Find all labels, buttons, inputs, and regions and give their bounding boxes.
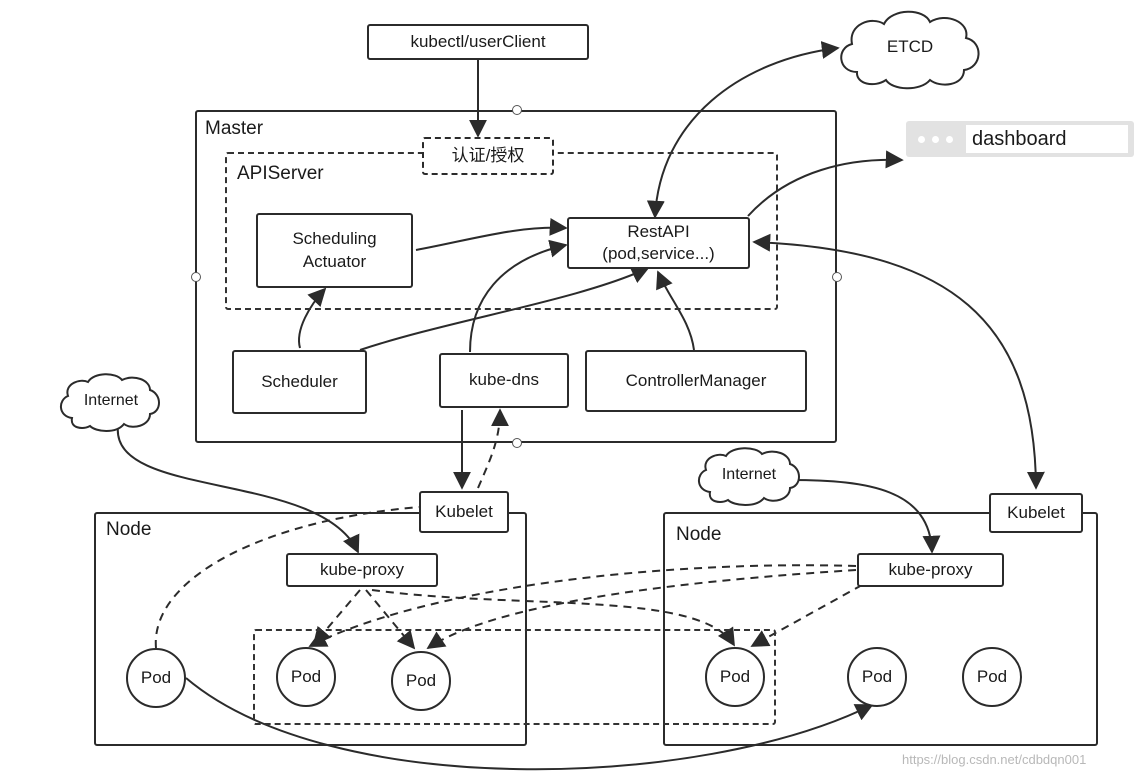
apiserver-title: APIServer — [237, 163, 324, 184]
watermark-text: https://blog.csdn.net/cdbdqn001 — [902, 752, 1087, 767]
pod-circle: Pod — [847, 647, 907, 707]
etcd-cloud-shape — [840, 10, 980, 90]
arrow-actuator-to-restapi — [415, 217, 568, 251]
restapi-line1: RestAPI — [627, 221, 690, 241]
pod-label: Pod — [719, 667, 751, 686]
internet-right-cloud-shape — [698, 447, 800, 506]
dashboard-label: dashboard — [966, 125, 1128, 153]
kube-proxy-left-label: kube-proxy — [319, 559, 405, 579]
dashed-kubelet-to-kubedns — [477, 408, 509, 489]
window-dot-icon — [918, 136, 925, 143]
dashed-right-proxy-to-pod-2 — [308, 564, 857, 647]
scheduler-label: Scheduler — [261, 371, 338, 391]
node-left-title: Node — [106, 519, 152, 540]
kubelet-right-box: Kubelet — [989, 493, 1083, 533]
auth-box: 认证/授权 — [422, 137, 554, 175]
kube-proxy-right-box: kube-proxy — [857, 553, 1004, 587]
auth-label: 认证/授权 — [451, 145, 525, 165]
controller-manager-label: ControllerManager — [625, 370, 767, 390]
pod-circle: Pod — [962, 647, 1022, 707]
master-title: Master — [205, 118, 264, 139]
dashed-right-proxy-to-pod-4 — [750, 584, 863, 647]
kubectl-client-box: kubectl/userClient — [367, 24, 589, 60]
pod-circle: Pod — [705, 647, 765, 707]
arrow-internet-right-to-proxy — [789, 479, 941, 554]
kube-proxy-left-box: kube-proxy — [286, 553, 438, 587]
pod-circle: Pod — [276, 647, 336, 707]
pod-circle: Pod — [391, 651, 451, 711]
restapi-line2: (pod,service...) — [602, 244, 715, 263]
arrow-internet-left-to-proxy — [116, 425, 360, 554]
resize-handle — [512, 438, 522, 448]
arrow-restapi-etcd — [646, 41, 840, 219]
resize-handle — [832, 272, 842, 282]
pod-label: Pod — [405, 671, 437, 690]
arrow-kubedns-to-restapi — [469, 239, 568, 353]
arrow-pod-to-pod — [185, 677, 874, 771]
pod-circle: Pod — [126, 648, 186, 708]
arrow-controller-to-restapi — [656, 270, 695, 351]
resize-handle — [191, 272, 201, 282]
scheduler-box: Scheduler — [232, 350, 367, 414]
kubelet-left-box: Kubelet — [419, 491, 509, 533]
arrow-scheduler-to-actuator — [298, 287, 327, 349]
scheduling-actuator-line2: Actuator — [302, 251, 367, 271]
service-group-frame — [253, 629, 776, 725]
window-dot-icon — [932, 136, 939, 143]
window-dot-icon — [946, 136, 953, 143]
etcd-label: ETCD — [886, 37, 934, 56]
arrow-restapi-kubelet-right — [752, 233, 1045, 490]
kube-dns-label: kube-dns — [469, 370, 539, 390]
scheduling-actuator-box: Scheduling Actuator — [256, 213, 413, 288]
kube-dns-box: kube-dns — [439, 353, 569, 408]
kube-proxy-right-label: kube-proxy — [888, 559, 973, 579]
internet-left-label: Internet — [83, 392, 139, 409]
restapi-box: RestAPI (pod,service...) — [567, 217, 750, 269]
kubectl-client-label: kubectl/userClient — [410, 31, 546, 51]
scheduling-actuator-line1: Scheduling — [292, 229, 377, 249]
pod-label: Pod — [976, 667, 1008, 686]
dashed-proxy-to-pod-4 — [371, 589, 735, 647]
arrow-restapi-dashboard — [747, 150, 904, 217]
kubelet-left-label: Kubelet — [435, 501, 493, 521]
dashed-proxy-to-pod-3 — [365, 589, 416, 650]
pod-label: Pod — [861, 667, 893, 686]
kubelet-right-label: Kubelet — [1007, 502, 1065, 522]
controller-manager-box: ControllerManager — [585, 350, 807, 412]
node-right-title: Node — [676, 524, 722, 545]
pod-label: Pod — [140, 668, 172, 687]
resize-handle — [512, 105, 522, 115]
internet-right-label: Internet — [721, 466, 777, 483]
pod-label: Pod — [290, 667, 322, 686]
internet-left-cloud-shape — [60, 373, 160, 432]
